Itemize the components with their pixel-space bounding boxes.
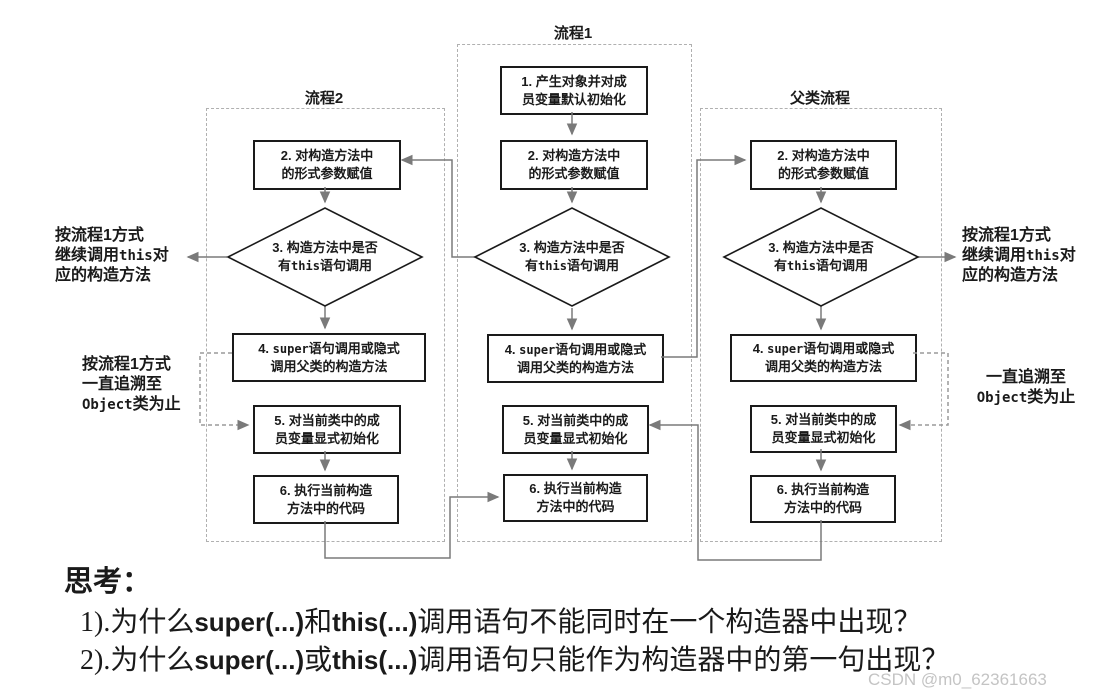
box-text-line: 3. 构造方法中是否	[272, 240, 378, 255]
box-parent-step5: 5. 对当前类中的成 员变量显式初始化	[750, 405, 897, 453]
column-title-process2: 流程2	[304, 90, 344, 107]
decision-diamond-process1	[473, 207, 671, 307]
code-this-call: this(...)	[332, 645, 418, 675]
decision-diamond-process2	[226, 207, 424, 307]
box-text-line: 5. 对当前类中的成	[274, 412, 380, 428]
box-text-line: 调用父类的构造方法	[764, 359, 882, 374]
annotation-line: 按流程1方式	[55, 227, 144, 244]
box-text-line: 调用父类的构造方法	[270, 358, 388, 374]
box-text-line: 方法中的代码	[783, 500, 862, 515]
code-super: super	[272, 341, 309, 356]
annotation-line: 继续调用this对	[55, 247, 169, 264]
box-text-line: 方法中的代码	[536, 499, 615, 514]
box-parent-step4: 4. super语句调用或隐式 调用父类的构造方法	[730, 334, 917, 382]
decision-text-process2: 3. 构造方法中是否 有this语句调用	[272, 239, 377, 275]
annotation-line: 应的构造方法	[962, 267, 1059, 284]
box-text-line: 3. 构造方法中是否	[519, 240, 625, 255]
box-process1-step1: 1. 产生对象并对成 员变量默认初始化	[500, 66, 648, 115]
box-text-line: 调用父类的构造方法	[516, 359, 634, 375]
box-text-line: 6. 执行当前构造	[776, 482, 870, 497]
box-process1-step2: 2. 对构造方法中 的形式参数赋值	[500, 140, 648, 190]
box-text-line: 的形式参数赋值	[281, 166, 373, 181]
box-text-line: 员变量显式初始化	[274, 430, 379, 446]
decision-text-process1: 3. 构造方法中是否 有this语句调用	[519, 239, 624, 275]
note-question-1: 1).为什么super(...)和this(...)调用语句不能同时在一个构造器…	[80, 607, 922, 638]
notes-heading: 思考：	[64, 566, 152, 598]
code-super: super	[767, 342, 804, 356]
box-text-line: 2. 对构造方法中	[777, 148, 870, 163]
column-border-process1	[457, 44, 692, 542]
annotation-line: 应的构造方法	[55, 267, 152, 284]
annotation-continue-this-right: 按流程1方式 继续调用this对 应的构造方法	[962, 226, 1076, 286]
annotation-trace-object-left: 按流程1方式 一直追溯至 Object类为止	[82, 355, 181, 415]
box-process1-step4: 4. super语句调用或隐式 调用父类的构造方法	[487, 334, 664, 383]
code-this: this	[291, 259, 320, 273]
box-text-line: 的形式参数赋值	[777, 166, 869, 181]
box-process1-step6: 6. 执行当前构造 方法中的代码	[503, 474, 648, 522]
box-text-line: 员变量显式初始化	[771, 430, 876, 445]
annotation-line: 一直追溯至	[82, 376, 163, 393]
box-text-line: 员变量显式初始化	[523, 430, 628, 446]
box-text-line: 4. super语句调用或隐式	[504, 341, 647, 357]
box-text-line: 方法中的代码	[286, 500, 365, 516]
code-this-call: this(...)	[332, 607, 418, 637]
code-object: Object	[976, 390, 1028, 406]
note-question-2: 2).为什么super(...)或this(...)调用语句只能作为构造器中的第…	[80, 645, 950, 676]
box-process2-step2: 2. 对构造方法中 的形式参数赋值	[253, 140, 401, 190]
box-text-line: 5. 对当前类中的成	[522, 412, 629, 428]
annotation-line: 继续调用this对	[962, 247, 1076, 264]
code-super-call: super(...)	[194, 607, 305, 637]
decision-diamond-parent	[722, 207, 920, 307]
annotation-line: 按流程1方式	[82, 356, 171, 373]
box-text-line: 有this语句调用	[525, 258, 619, 273]
dashed-loop-parent-step4-step5	[898, 352, 949, 431]
box-process2-step6: 6. 执行当前构造 方法中的代码	[253, 475, 399, 524]
connector-p1-diamond-to-p2-step2	[400, 154, 475, 258]
box-parent-step2: 2. 对构造方法中 的形式参数赋值	[750, 140, 897, 190]
connector-parent-step6-to-p1-step5	[648, 419, 822, 561]
column-title-process1: 流程1	[553, 25, 593, 42]
connector-p2-step6-to-p1-step6	[324, 491, 500, 559]
box-text-line: 5. 对当前类中的成	[770, 412, 877, 427]
code-this: this	[538, 259, 567, 273]
box-text-line: 的形式参数赋值	[528, 166, 620, 181]
code-super: super	[519, 342, 556, 357]
box-text-line: 2. 对构造方法中	[527, 148, 621, 163]
box-text-line: 6. 执行当前构造	[529, 481, 622, 496]
box-process2-step4: 4. super语句调用或隐式 调用父类的构造方法	[232, 333, 426, 382]
box-text-line: 6. 执行当前构造	[279, 482, 373, 498]
annotation-line: Object类为止	[976, 389, 1076, 406]
connector-p1-step4-to-parent-step2	[661, 154, 747, 358]
annotation-continue-this-left: 按流程1方式 继续调用this对 应的构造方法	[55, 226, 169, 286]
box-text-line: 有this语句调用	[774, 258, 868, 273]
decision-text-parent: 3. 构造方法中是否 有this语句调用	[768, 239, 873, 275]
box-process1-step5: 5. 对当前类中的成 员变量显式初始化	[502, 405, 649, 454]
code-this: this	[787, 259, 816, 273]
annotation-trace-object-right: 一直追溯至 Object类为止	[942, 368, 1110, 408]
box-parent-step6: 6. 执行当前构造 方法中的代码	[750, 475, 896, 523]
box-text-line: 4. super语句调用或隐式	[258, 340, 400, 356]
code-this: this	[119, 248, 153, 264]
box-text-line: 3. 构造方法中是否	[768, 240, 874, 255]
box-text-line: 2. 对构造方法中	[280, 148, 374, 163]
dashed-loop-p2-step4-step5	[199, 352, 250, 431]
box-text-line: 员变量默认初始化	[521, 91, 626, 107]
column-title-parent: 父类流程	[789, 90, 851, 107]
box-process2-step5: 5. 对当前类中的成 员变量显式初始化	[253, 405, 401, 454]
box-text-line: 有this语句调用	[278, 258, 372, 273]
annotation-line: 按流程1方式	[962, 227, 1051, 244]
box-text-line: 4. super语句调用或隐式	[752, 341, 895, 356]
annotation-line: 一直追溯至	[985, 369, 1066, 386]
code-this: this	[1026, 248, 1060, 264]
csdn-watermark: CSDN @m0_62361663	[868, 670, 1047, 689]
box-text-line: 1. 产生对象并对成	[521, 73, 627, 89]
code-super-call: super(...)	[194, 645, 305, 675]
code-object: Object	[82, 397, 133, 413]
annotation-line: Object类为止	[82, 396, 181, 413]
